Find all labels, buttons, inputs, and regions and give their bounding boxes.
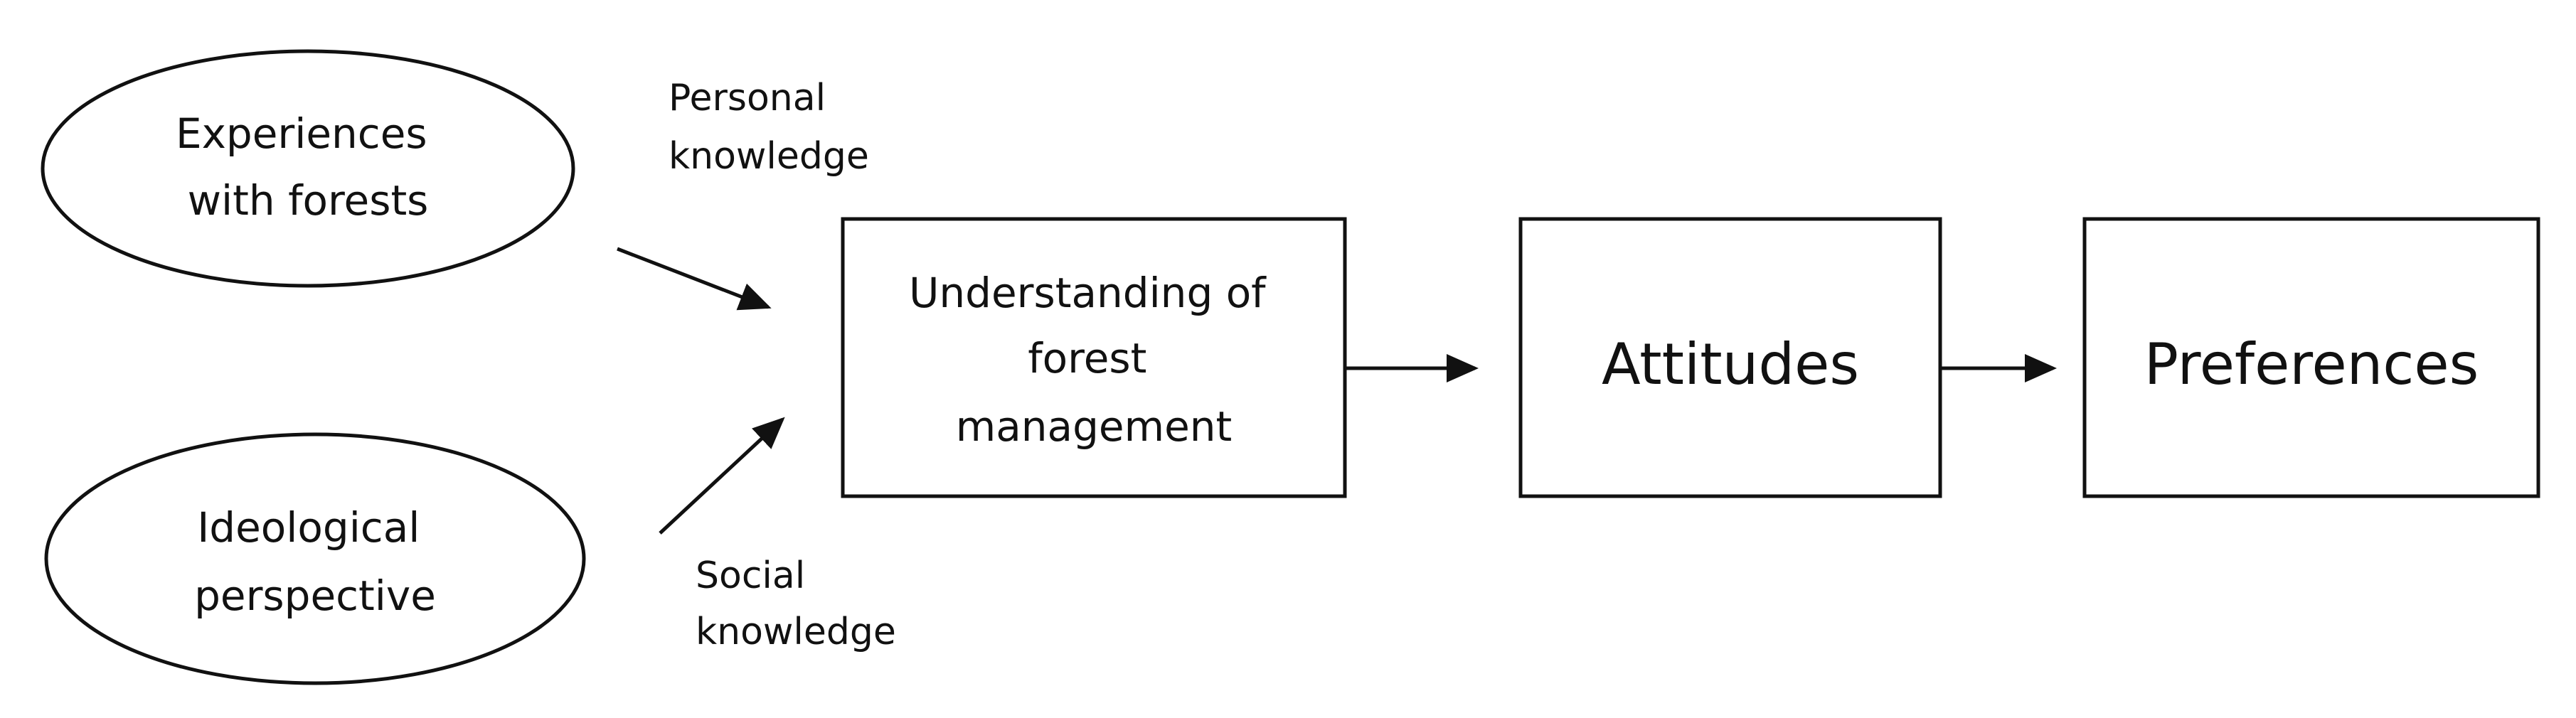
svg-text:Preferences: Preferences bbox=[2144, 331, 2479, 397]
edge-label-personal-line-1: Personal bbox=[669, 77, 826, 119]
edge-label-social-line-2: knowledge bbox=[696, 611, 896, 653]
box-shape bbox=[841, 217, 1347, 498]
svg-text:Ideological perspective: Ideological perspective bbox=[194, 503, 436, 620]
ellipse-shape bbox=[44, 432, 586, 685]
node-understanding-line-2: forest bbox=[1028, 334, 1146, 382]
edge-label-social-line-1: Social bbox=[696, 554, 805, 597]
edge-label-personal-knowledge: Personal knowledge bbox=[669, 77, 869, 178]
node-preferences: Preferences bbox=[2082, 217, 2540, 498]
node-experiences-line-1: Experiences bbox=[176, 109, 427, 158]
node-understanding-of-forest-management: Understanding of forest management bbox=[841, 217, 1347, 498]
node-ideological-line-2: perspective bbox=[194, 572, 436, 620]
node-understanding-line-3: management bbox=[956, 402, 1233, 451]
node-ideological-line-1: Ideological bbox=[197, 503, 420, 552]
node-experiences-with-forests: Experiences with forests bbox=[41, 49, 575, 288]
box-shape bbox=[2082, 217, 2540, 498]
node-ideological-perspective: Ideological perspective bbox=[44, 432, 586, 685]
edge-arrow-experiences-to-understanding bbox=[617, 247, 772, 311]
node-preferences-label: Preferences bbox=[2144, 331, 2479, 397]
edge-arrow-ideological-to-understanding bbox=[659, 417, 785, 535]
node-experiences-line-2: with forests bbox=[188, 176, 429, 225]
node-attitudes-label: Attitudes bbox=[1602, 331, 1859, 397]
svg-text:Understanding of forest: Understanding of forest management bbox=[909, 269, 1279, 451]
node-understanding-line-1: Understanding of bbox=[909, 269, 1267, 317]
edge-label-social-knowledge: Social knowledge bbox=[696, 554, 896, 653]
svg-text:Attitudes: Attitudes bbox=[1602, 331, 1859, 397]
ellipse-shape bbox=[41, 49, 575, 288]
box-shape bbox=[1518, 217, 1942, 498]
svg-text:Experiences with forests: Experiences with forests bbox=[176, 109, 440, 225]
node-attitudes: Attitudes bbox=[1518, 217, 1942, 498]
edge-label-personal-line-2: knowledge bbox=[669, 135, 869, 178]
